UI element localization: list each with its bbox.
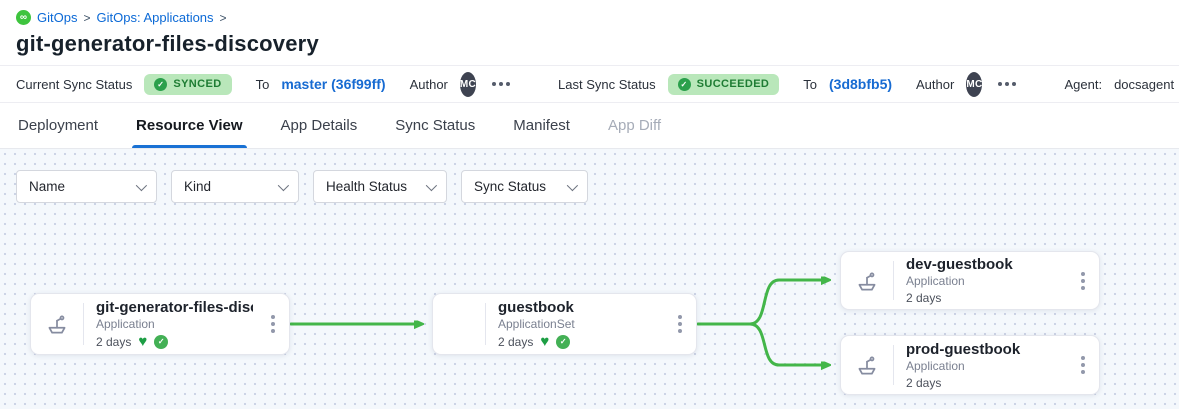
status-bar: Current Sync Status ✓ SYNCED To master (… [0, 65, 1179, 103]
node-title: git-generator-files-disco... [96, 299, 253, 316]
node-body: prod-guestbook Application 2 days [894, 334, 1075, 397]
node-age: 2 days [906, 375, 942, 390]
node-dev-guestbook[interactable]: dev-guestbook Application 2 days [840, 251, 1100, 310]
chevron-down-icon [135, 179, 148, 191]
node-divider [893, 345, 894, 385]
check-circle-icon: ✓ [154, 77, 168, 91]
current-sync-status-label: Current Sync Status [16, 76, 133, 92]
tab-manifest[interactable]: Manifest [513, 117, 570, 134]
node-kind: ApplicationSet [498, 317, 575, 331]
health-heart-icon: ♥ [138, 333, 148, 350]
filter-name-dropdown[interactable]: Name [16, 170, 157, 203]
tab-sync-status[interactable]: Sync Status [395, 117, 476, 134]
current-sync-badge-label: SYNCED [173, 78, 222, 90]
health-heart-icon: ♥ [540, 333, 550, 350]
filter-kind-dropdown[interactable]: Kind [171, 170, 299, 203]
node-age: 2 days [96, 334, 132, 349]
last-author-label: Author [916, 76, 955, 92]
chevron-down-icon [277, 179, 290, 191]
node-kind: Application [906, 358, 965, 373]
gitops-logo-icon: ∞ [16, 10, 31, 25]
tab-deployment[interactable]: Deployment [18, 117, 99, 134]
node-title: prod-guestbook [906, 340, 1021, 358]
node-body: guestbook ApplicationSet 2 days ♥ ✓ [486, 292, 672, 356]
filter-sync-status-label: Sync Status [474, 179, 547, 194]
page-title: git-generator-files-discovery [16, 31, 319, 56]
node-kebab-menu[interactable] [265, 309, 281, 339]
node-kebab-menu[interactable] [1075, 350, 1091, 380]
chevron-down-icon [425, 179, 438, 191]
resource-graph-canvas[interactable]: Name Kind Health Status Sync Status git-… [0, 149, 1179, 409]
node-kebab-menu[interactable] [1075, 266, 1091, 296]
filter-health-status-label: Health Status [326, 179, 408, 194]
argo-application-icon [841, 352, 893, 378]
node-divider [485, 303, 486, 345]
node-git-generator-files-discovery[interactable]: git-generator-files-disco... Application… [30, 293, 290, 355]
node-kebab-menu[interactable] [672, 309, 688, 339]
node-body: dev-guestbook Application 2 days [894, 249, 1075, 312]
filter-sync-status-dropdown[interactable]: Sync Status [461, 170, 588, 203]
current-sync-revision-link[interactable]: master (36f99ff) [281, 76, 386, 92]
breadcrumb: ∞ GitOps > GitOps: Applications > [16, 10, 1163, 25]
last-sync-more-menu[interactable] [994, 78, 1020, 90]
page-header: ∞ GitOps > GitOps: Applications > git-ge… [0, 0, 1179, 65]
node-title: dev-guestbook [906, 256, 1013, 273]
filter-health-status-dropdown[interactable]: Health Status [313, 170, 447, 203]
current-author-avatar: MC [459, 71, 477, 97]
current-sync-status-badge: ✓ SYNCED [144, 73, 232, 95]
node-guestbook[interactable]: guestbook ApplicationSet 2 days ♥ ✓ [432, 293, 697, 355]
sync-check-icon: ✓ [556, 334, 571, 349]
sync-check-icon: ✓ [154, 334, 169, 349]
tab-resource-view[interactable]: Resource View [132, 103, 247, 148]
current-sync-more-menu[interactable] [488, 78, 514, 90]
check-circle-icon: ✓ [677, 77, 691, 91]
node-kind: Application [96, 317, 155, 331]
breadcrumb-item-applications[interactable]: GitOps: Applications [96, 10, 214, 25]
filter-kind-label: Kind [184, 179, 212, 194]
breadcrumb-item-gitops[interactable]: GitOps [37, 10, 78, 25]
last-sync-status-badge: ✓ SUCCEEDED [667, 73, 780, 95]
tab-bar: Deployment Resource View App Details Syn… [0, 103, 1179, 149]
node-prod-guestbook[interactable]: prod-guestbook Application 2 days [840, 335, 1100, 395]
current-sync-to-label: To [255, 76, 270, 92]
agent-label: Agent: [1064, 76, 1103, 92]
tab-app-diff: App Diff [607, 117, 662, 134]
last-sync-revision-link[interactable]: (3d8bfb5) [829, 76, 893, 92]
node-age: 2 days [498, 334, 534, 349]
last-author-avatar: MC [966, 71, 983, 97]
current-author-label: Author [409, 76, 448, 92]
last-sync-status-label: Last Sync Status [558, 76, 656, 92]
node-body: git-generator-files-disco... Application… [84, 292, 265, 356]
argo-application-icon [31, 311, 83, 337]
tab-app-details[interactable]: App Details [280, 117, 358, 134]
chevron-down-icon [566, 179, 579, 191]
node-divider [83, 303, 84, 345]
node-title: guestbook [498, 299, 574, 316]
agent-value: docsagent [1114, 76, 1175, 92]
last-sync-to-label: To [803, 76, 818, 92]
last-sync-badge-label: SUCCEEDED [696, 78, 770, 90]
filter-name-label: Name [29, 179, 66, 194]
breadcrumb-separator: > [83, 10, 91, 25]
breadcrumb-separator: > [219, 10, 227, 25]
graph-edges [289, 149, 1179, 409]
node-divider [893, 261, 894, 300]
node-age: 2 days [906, 291, 942, 305]
graph-filters: Name Kind Health Status Sync Status [16, 170, 588, 203]
node-kind: Application [906, 274, 965, 288]
argo-application-icon [841, 268, 893, 294]
